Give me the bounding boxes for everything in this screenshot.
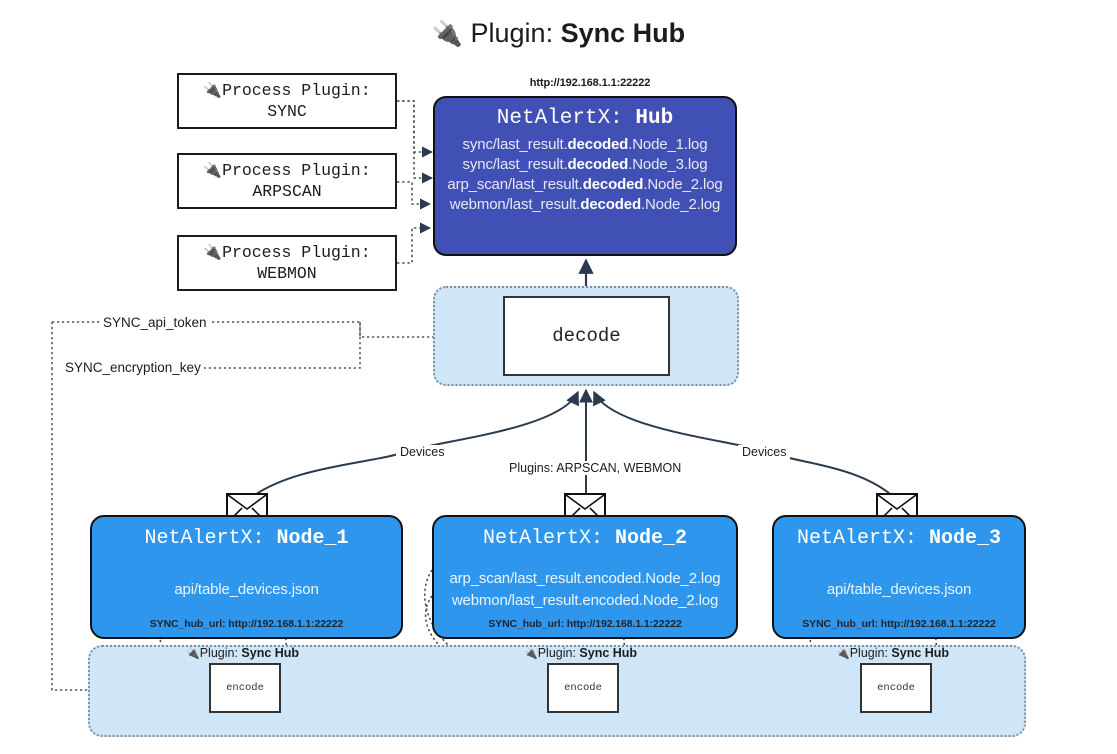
sync-encryption-key-label: SYNC_encryption_key <box>62 360 204 375</box>
node-line: api/table_devices.json <box>174 580 319 598</box>
plug-icon: 🔌 <box>203 160 223 179</box>
plugin-name: Sync Hub <box>891 646 950 660</box>
hub-node[interactable]: NetAlertX: Hub sync/last_result.decoded.… <box>433 96 737 256</box>
log-em: decoded <box>580 196 641 213</box>
encode-plugin-label-2: 🔌Plugin: Sync Hub <box>524 646 637 660</box>
hub-log-line: webmon/last_result.decoded.Node_2.log <box>449 196 721 213</box>
log-em: decoded <box>582 176 644 193</box>
encode-box-1[interactable]: encode <box>209 663 281 713</box>
title-prefix: Plugin: <box>470 18 554 48</box>
devices-label-left: Devices <box>396 445 449 459</box>
title-name: Sync Hub <box>560 18 686 48</box>
node-node-2[interactable]: NetAlertX: Node_2 arp_scan/last_result.e… <box>432 515 738 639</box>
process-plugin-value: WEBMON <box>257 264 317 283</box>
node-name: Node_3 <box>929 527 1002 550</box>
hub-log-line: sync/last_result.decoded.Node_1.log <box>463 136 708 153</box>
log-em: decoded <box>567 136 629 153</box>
plug-icon: 🔌 <box>203 242 223 261</box>
encode-box-3[interactable]: encode <box>860 663 932 713</box>
node-node-1[interactable]: NetAlertX: Node_1 api/table_devices.json… <box>90 515 403 639</box>
node-line: webmon/last_result.encoded.Node_2.log <box>451 591 719 609</box>
plugin-prefix: Plugin: <box>849 646 888 660</box>
node-hub-url: SYNC_hub_url: http://192.168.1.1:22222 <box>149 618 344 630</box>
node-node-3[interactable]: NetAlertX: Node_3 api/table_devices.json… <box>772 515 1026 639</box>
process-plugin-label: Process Plugin: <box>222 160 371 180</box>
node-line-list: arp_scan/last_result.encoded.Node_2.log … <box>434 560 736 618</box>
page-title: 🔌 Plugin: Sync Hub <box>0 18 1117 49</box>
log-pre: sync/last_result. <box>462 156 568 173</box>
plugin-name: Sync Hub <box>241 646 300 660</box>
node-hub-url: SYNC_hub_url: http://192.168.1.1:22222 <box>488 618 682 630</box>
log-post: .Node_2.log <box>643 176 723 193</box>
encode-plugin-label-1: 🔌Plugin: Sync Hub <box>186 646 299 660</box>
log-em: decoded <box>567 156 629 173</box>
node-line-list: api/table_devices.json <box>92 560 401 618</box>
node-line: arp_scan/last_result.encoded.Node_2.log <box>449 569 721 587</box>
encode-box-2[interactable]: encode <box>547 663 619 713</box>
node-title: NetAlertX: Node_3 <box>797 527 1001 550</box>
devices-label-right: Devices <box>738 445 791 459</box>
node-line: api/table_devices.json <box>826 580 972 598</box>
node-name: Node_2 <box>615 527 688 550</box>
plugin-prefix: Plugin: <box>537 646 576 660</box>
process-plugin-label: Process Plugin: <box>222 80 371 100</box>
process-plugin-arpscan[interactable]: 🔌Process Plugin: ARPSCAN <box>177 153 397 209</box>
hub-log-line: arp_scan/last_result.decoded.Node_2.log <box>447 176 722 193</box>
process-plugin-value: ARPSCAN <box>252 182 322 201</box>
log-pre: sync/last_result. <box>462 136 568 153</box>
log-pre: webmon/last_result. <box>449 196 581 213</box>
plug-icon: 🔌 <box>524 648 538 660</box>
log-post: .Node_2.log <box>640 196 721 213</box>
node-prefix: NetAlertX: <box>482 527 603 550</box>
hub-url-label: http://192.168.1.1:22222 <box>529 77 651 89</box>
hub-log-list: sync/last_result.decoded.Node_1.log sync… <box>435 136 735 213</box>
plugin-prefix: Plugin: <box>199 646 238 660</box>
hub-prefix: NetAlertX: <box>496 107 623 130</box>
node-hub-url: SYNC_hub_url: http://192.168.1.1:22222 <box>802 618 996 630</box>
hub-title: NetAlertX: Hub <box>435 107 735 130</box>
log-post: .Node_3.log <box>628 156 708 173</box>
node-title: NetAlertX: Node_1 <box>144 527 348 550</box>
plug-icon: 🔌 <box>186 648 200 660</box>
process-plugin-label: Process Plugin: <box>222 242 371 262</box>
log-post: .Node_1.log <box>628 136 708 153</box>
log-pre: arp_scan/last_result. <box>447 176 583 193</box>
plugins-label-center: Plugins: ARPSCAN, WEBMON <box>505 461 686 475</box>
node-prefix: NetAlertX: <box>796 527 917 550</box>
process-plugin-sync[interactable]: 🔌Process Plugin: SYNC <box>177 73 397 129</box>
hub-log-line: sync/last_result.decoded.Node_3.log <box>463 156 708 173</box>
plug-icon: 🔌 <box>203 80 223 99</box>
node-name: Node_1 <box>276 527 349 550</box>
plug-icon: 🔌 <box>836 648 850 660</box>
node-title: NetAlertX: Node_2 <box>483 527 687 550</box>
plugin-name: Sync Hub <box>579 646 638 660</box>
plug-icon: 🔌 <box>431 20 463 48</box>
process-plugin-value: SYNC <box>267 102 307 121</box>
decode-box[interactable]: decode <box>503 296 670 376</box>
sync-api-token-label: SYNC_api_token <box>100 315 210 330</box>
node-prefix: NetAlertX: <box>144 527 265 550</box>
encode-plugin-label-3: 🔌Plugin: Sync Hub <box>836 646 949 660</box>
hub-name: Hub <box>635 107 674 130</box>
node-line-list: api/table_devices.json <box>774 560 1024 618</box>
process-plugin-webmon[interactable]: 🔌Process Plugin: WEBMON <box>177 235 397 291</box>
